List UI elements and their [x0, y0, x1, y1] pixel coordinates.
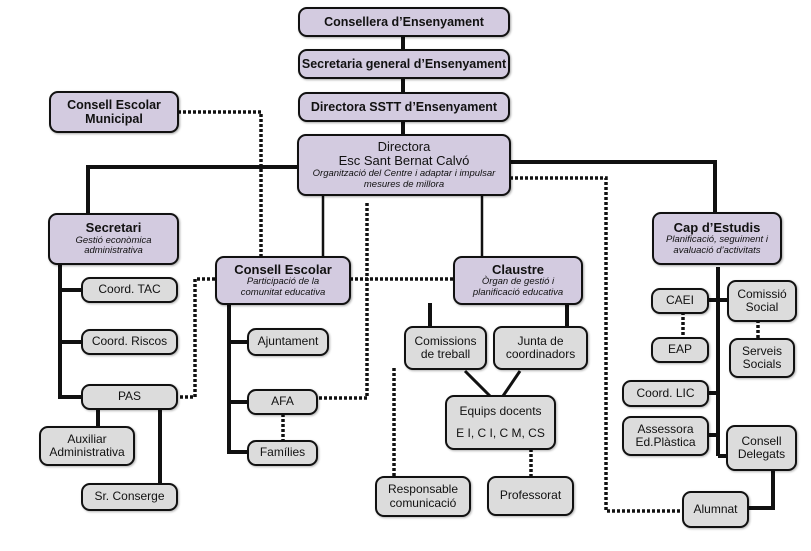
cap-estudis-title: Cap d’Estudis — [673, 219, 761, 235]
box-directora[interactable]: Directora Esc Sant Bernat Calvó Organitz… — [297, 134, 511, 196]
line-delegats-alumnat — [747, 470, 775, 510]
responsable-line2: comunicació — [389, 495, 457, 510]
directora-desc2: mesures de millora — [363, 178, 445, 190]
box-consell-delegats[interactable]: Consell Delegats — [726, 425, 797, 471]
coord-tac-label: Coord. TAC — [98, 282, 161, 297]
equips-list: E I, C I, C M, CS — [456, 425, 545, 440]
conserge-label: Sr. Conserge — [94, 489, 165, 504]
box-cap-estudis[interactable]: Cap d’Estudis Planificació, seguiment i … — [652, 212, 782, 265]
alumnat-label: Alumnat — [693, 501, 738, 516]
box-families[interactable]: Famílies — [247, 440, 318, 466]
secretari-desc2: administrativa — [84, 245, 143, 257]
box-caei[interactable]: CAEI — [651, 288, 709, 314]
families-label: Famílies — [259, 445, 306, 460]
junta-line1: Junta de — [517, 333, 564, 348]
assessora-line2: Ed.Plàstica — [635, 435, 696, 449]
directora-school: Esc Sant Bernat Calvó — [338, 153, 470, 169]
secretaria-general-label: Secretaria general d’Ensenyament — [301, 57, 507, 71]
claustre-desc1: Òrgan de gestió i — [481, 276, 555, 288]
consell-delegats-line1: Consell — [741, 433, 782, 448]
comissions-line1: Comissions — [414, 333, 477, 348]
cem-line1: Consell Escolar — [67, 98, 161, 112]
consell-delegats-line2: Delegats — [737, 447, 786, 461]
pas-label: PAS — [117, 389, 142, 404]
box-pas[interactable]: PAS — [81, 384, 178, 410]
box-assessora-ed-plastica[interactable]: Assessora Ed.Plàstica — [622, 416, 709, 456]
comissions-line2: de treball — [420, 347, 471, 361]
secretari-desc1: Gestió econòmica — [75, 234, 152, 246]
auxiliar-line2: Administrativa — [49, 445, 125, 459]
coord-lic-label: Coord. LIC — [636, 385, 695, 400]
consell-escolar-title: Consell Escolar — [234, 261, 332, 277]
box-secretari[interactable]: Secretari Gestió econòmica administrativ… — [48, 213, 179, 265]
cap-estudis-desc1: Planificació, seguiment i — [666, 234, 768, 246]
box-coord-riscos[interactable]: Coord. Riscos — [81, 329, 178, 355]
directora-sstt-label: Directora SSTT d’Ensenyament — [310, 100, 498, 114]
consellera-label: Consellera d’Ensenyament — [324, 15, 484, 29]
responsable-line1: Responsable — [387, 482, 459, 497]
box-afa[interactable]: AFA — [247, 389, 318, 415]
dotted-directora-alumnat — [510, 176, 683, 513]
box-comissio-social[interactable]: Comissió Social — [727, 280, 797, 322]
box-serveis-socials[interactable]: Serveis Socials — [729, 338, 795, 378]
cem-line2: Municipal — [85, 112, 143, 126]
dotted-directora-afa — [317, 203, 369, 400]
box-auxiliar-administrativa[interactable]: Auxiliar Administrativa — [39, 426, 135, 466]
line-secretari-trunk — [58, 263, 82, 399]
box-equips-docents[interactable]: Equips docents E I, C I, C M, CS — [445, 395, 556, 450]
coord-riscos-label: Coord. Riscos — [91, 334, 168, 349]
dotted-consell-pas — [178, 277, 215, 399]
box-eap[interactable]: EAP — [651, 337, 709, 363]
claustre-desc2: planificació educativa — [472, 286, 564, 298]
line-junta-equips — [501, 370, 522, 397]
directora-desc1: Organització del Centre i adaptar i impu… — [312, 167, 496, 179]
box-junta-coordinadors[interactable]: Junta de coordinadors — [493, 326, 588, 370]
box-professorat[interactable]: Professorat — [487, 476, 574, 516]
professorat-label: Professorat — [499, 488, 562, 503]
line-consell-trunk — [227, 304, 248, 454]
equips-title: Equips docents — [459, 404, 542, 419]
consell-escolar-desc1: Participació de la — [246, 276, 320, 288]
box-alumnat[interactable]: Alumnat — [682, 491, 749, 528]
comissio-social-line2: Social — [745, 300, 779, 314]
line-directora-cap — [510, 160, 717, 212]
box-consellera[interactable]: Consellera d’Ensenyament — [298, 7, 510, 37]
claustre-title: Claustre — [491, 261, 545, 277]
box-secretaria-general[interactable]: Secretaria general d’Ensenyament — [298, 49, 510, 79]
afa-label: AFA — [271, 394, 294, 409]
box-coord-lic[interactable]: Coord. LIC — [622, 380, 709, 407]
box-ajuntament[interactable]: Ajuntament — [247, 328, 329, 356]
box-consell-escolar[interactable]: Consell Escolar Participació de la comun… — [215, 256, 351, 305]
ajuntament-label: Ajuntament — [257, 334, 319, 349]
serveis-socials-line2: Socials — [742, 357, 782, 371]
box-responsable-comunicacio[interactable]: Responsable comunicació — [375, 476, 471, 517]
box-consell-escolar-municipal[interactable]: Consell Escolar Municipal — [49, 91, 179, 133]
serveis-socials-line1: Serveis — [741, 343, 782, 358]
dotted-cem-consell — [178, 110, 263, 258]
box-sr-conserge[interactable]: Sr. Conserge — [81, 483, 178, 511]
auxiliar-line1: Auxiliar — [67, 431, 107, 446]
cap-estudis-desc2: avaluació d’activitats — [673, 244, 761, 256]
eap-label: EAP — [667, 342, 692, 357]
comissio-social-line1: Comissió — [737, 286, 787, 301]
box-comissions-treball[interactable]: Comissions de treball — [404, 326, 487, 370]
box-coord-tac[interactable]: Coord. TAC — [81, 277, 178, 303]
directora-title: Directora — [377, 138, 431, 154]
assessora-line1: Assessora — [637, 421, 694, 436]
consell-escolar-desc2: comunitat educativa — [240, 286, 326, 298]
line-comissions-equips — [463, 369, 492, 398]
caei-label: CAEI — [665, 293, 694, 308]
line-directora-secretari — [86, 165, 298, 213]
box-directora-sstt[interactable]: Directora SSTT d’Ensenyament — [298, 92, 510, 122]
junta-line2: coordinadors — [505, 347, 576, 361]
secretari-title: Secretari — [85, 220, 142, 236]
box-claustre[interactable]: Claustre Òrgan de gestió i planificació … — [453, 256, 583, 305]
